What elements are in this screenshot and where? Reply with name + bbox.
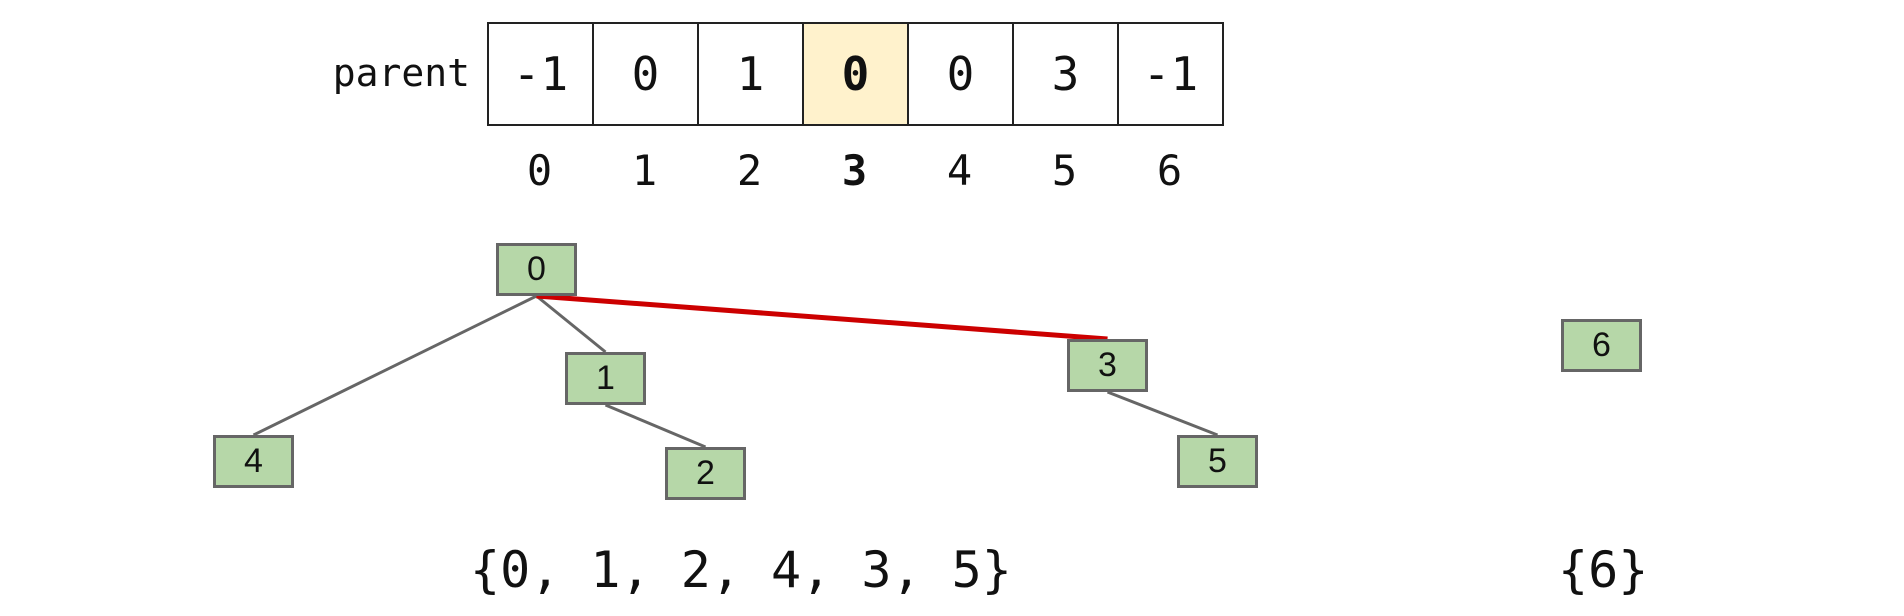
parent-array: -1 0 1 0 0 3 -1 (487, 22, 1224, 126)
tree-edge-0-4 (252, 294, 538, 437)
array-cell-6: -1 (1117, 22, 1224, 126)
tree-node-4: 4 (213, 435, 294, 488)
array-cell-2: 1 (697, 22, 804, 126)
array-index-1: 1 (631, 145, 658, 195)
array-index-2: 2 (736, 145, 763, 195)
set-label-left: {0, 1, 2, 4, 3, 5} (470, 541, 1012, 599)
array-index-4: 4 (946, 145, 973, 195)
array-indices: 0 1 2 3 4 5 6 (487, 140, 1222, 200)
tree-edge-0-3 (536, 293, 1108, 342)
array-index-5: 5 (1051, 145, 1078, 195)
tree-edge-3-5 (1106, 390, 1219, 437)
tree-node-3: 3 (1067, 339, 1148, 392)
tree-edge-1-2 (604, 403, 707, 449)
set-label-right: {6} (1558, 541, 1649, 599)
tree-node-6: 6 (1561, 319, 1642, 372)
array-cell-5: 3 (1012, 22, 1119, 126)
tree-node-2: 2 (665, 447, 746, 500)
tree-node-1: 1 (565, 352, 646, 405)
tree-node-5: 5 (1177, 435, 1258, 488)
tree-edge-0-1 (535, 294, 607, 354)
array-index-6: 6 (1156, 145, 1183, 195)
array-label: parent (332, 51, 470, 95)
array-cell-3: 0 (802, 22, 909, 126)
array-index-3: 3 (841, 145, 868, 195)
tree-node-0: 0 (496, 243, 577, 296)
array-cell-4: 0 (907, 22, 1014, 126)
array-cell-0: -1 (487, 22, 594, 126)
array-index-0: 0 (526, 145, 553, 195)
